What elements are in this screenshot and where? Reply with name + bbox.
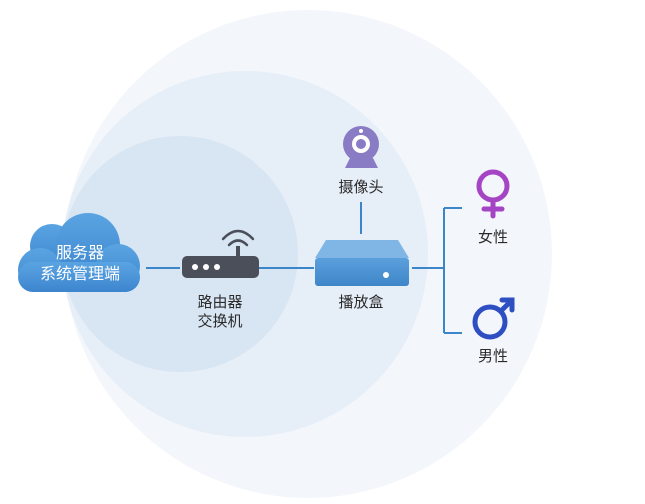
connection-lines bbox=[146, 202, 462, 334]
cloud-label-line2: 系统管理端 bbox=[39, 264, 120, 283]
router-label-line1: 路由器 bbox=[197, 293, 243, 311]
female-icon bbox=[476, 169, 510, 219]
cloud-label-line1: 服务器 bbox=[55, 243, 104, 262]
inner-circle bbox=[62, 136, 298, 372]
cloud-icon bbox=[18, 213, 140, 292]
router-label-line2: 交换机 bbox=[197, 312, 243, 330]
router-icon bbox=[182, 229, 259, 278]
camera-label: 摄像头 bbox=[338, 178, 384, 196]
female-label: 女性 bbox=[477, 228, 508, 246]
male-label: 男性 bbox=[477, 347, 508, 365]
male-icon bbox=[472, 297, 515, 340]
set-top-box-label: 播放盒 bbox=[338, 293, 384, 311]
camera-icon bbox=[343, 126, 379, 168]
set-top-box-icon bbox=[315, 240, 409, 286]
